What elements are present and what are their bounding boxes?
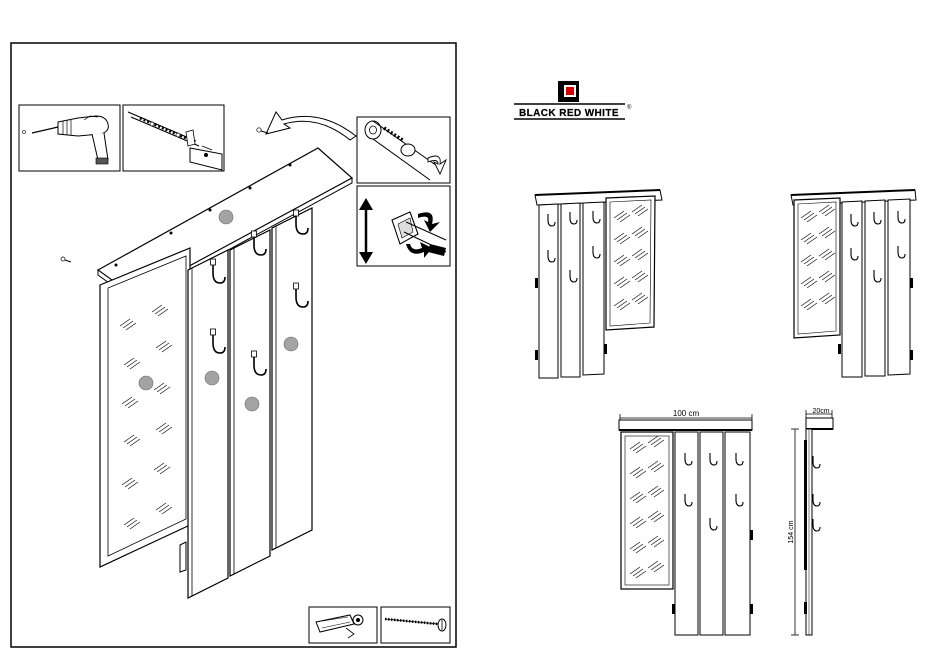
curved-arrow (266, 112, 356, 140)
brand-name: BLACK RED WHITE (519, 108, 619, 119)
height-dimension: 154 cm (788, 520, 795, 543)
small-screw-left (61, 257, 71, 262)
screw-insert-inset (123, 105, 224, 171)
adjust-inset (357, 186, 450, 266)
small-screw-top (257, 128, 268, 133)
drill-inset (19, 105, 120, 171)
exploded-assembly (98, 148, 352, 598)
config-mirror-right (535, 190, 662, 378)
width-dimension: 100 cm (673, 409, 700, 418)
wall-anchor-inset (357, 117, 450, 183)
hardware-insets (309, 607, 450, 643)
registered-mark: ® (627, 104, 632, 111)
side-elevation: 20cm 154 cm (788, 408, 833, 635)
brand-logo: BLACK RED WHITE ® (514, 81, 632, 119)
depth-dimension: 20cm (812, 408, 829, 415)
config-mirror-left (791, 190, 916, 377)
front-elevation: 100 cm (619, 409, 753, 635)
